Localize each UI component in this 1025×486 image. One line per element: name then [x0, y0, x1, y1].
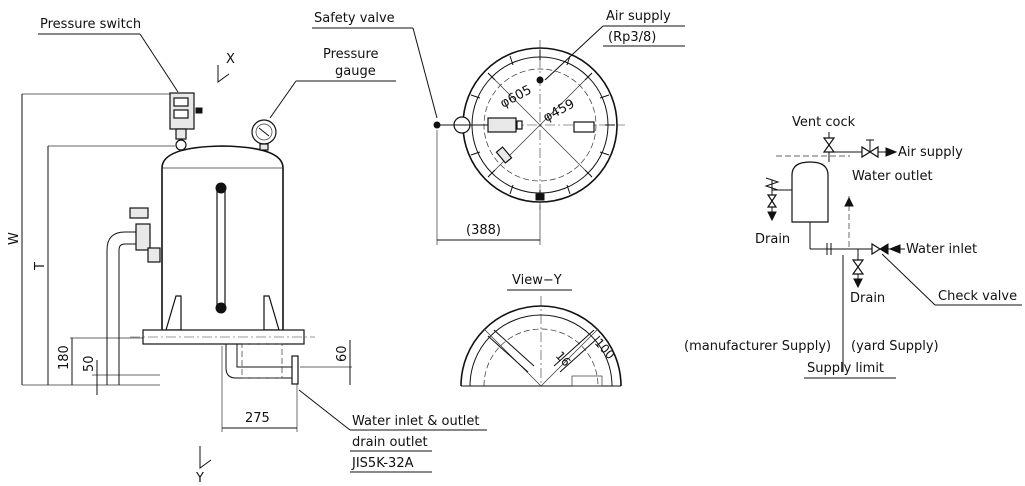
section-x-mark [217, 65, 230, 83]
sight-glass [216, 187, 226, 309]
leg-left [165, 295, 182, 331]
schematic-air-supply-label: Air supply [898, 145, 963, 160]
piping-schematic: Vent cock Air supply Water outlet Drain [684, 115, 1022, 379]
pressure-switch-fitting [175, 139, 187, 151]
sight-glass-top-valve [215, 182, 227, 194]
manufacturer-supply-label: (manufacturer Supply) [684, 339, 831, 354]
safety-valve-spring [764, 177, 780, 191]
bottom-support-hidden [241, 343, 283, 379]
leg-right [263, 295, 280, 331]
pressure-switch-leader [139, 33, 179, 93]
safety-valve-icon [433, 121, 441, 129]
view-y-inner-arc [483, 328, 599, 387]
side-pipe-fitting-top [129, 207, 149, 219]
side-pipe [106, 250, 120, 385]
side-pipe-fitting-bottom [147, 247, 161, 263]
water-inlet-label: Water inlet [906, 242, 977, 257]
pressure-switch-window [173, 97, 189, 107]
gauge-label: gauge [335, 64, 376, 79]
view-y-bar-right [553, 329, 601, 373]
section-y-mark [199, 446, 212, 469]
nozzle-top [495, 146, 513, 164]
pressure-gauge-dial [255, 123, 273, 141]
dim-180: 180 [57, 345, 72, 370]
section-x-label: X [226, 52, 235, 67]
dim-w: W [7, 232, 22, 245]
drain-outlet-label: drain outlet [352, 435, 428, 450]
bottom-pipe [225, 344, 293, 379]
air-supply-arrow [885, 147, 898, 157]
dim-275: 275 [245, 411, 270, 426]
water-outlet-label: Water outlet [852, 169, 933, 184]
vent-cock-icon-lower [822, 143, 836, 153]
vent-cock-icon [822, 137, 836, 147]
sight-glass-bottom-valve [215, 302, 227, 314]
pressure-switch-port [195, 107, 203, 114]
water-inlet-leader [298, 389, 351, 431]
safety-valve-label: Safety valve [314, 11, 395, 26]
air-supply-leader [544, 25, 604, 81]
drain1-label: Drain [755, 232, 790, 247]
view-y-diag-right [540, 328, 599, 387]
pressure-switch-window-2 [173, 109, 189, 119]
check-valve-left [871, 242, 882, 256]
pressure-switch-top [487, 117, 517, 133]
check-valve-leader [881, 253, 936, 306]
side-pipe-elbow [106, 231, 145, 251]
water-inlet-arrow [888, 244, 901, 254]
air-valve-left [861, 145, 872, 159]
check-valve-icon [879, 243, 889, 255]
water-inlet-outlet-label: Water inlet & outlet [352, 414, 480, 429]
air-supply-port [536, 76, 544, 84]
tank-shell [161, 145, 284, 333]
supply-limit-label: Supply limit [807, 361, 884, 376]
dia-459: φ459 [541, 97, 578, 126]
sight-glass-top [573, 121, 595, 133]
drain2-valve-top [851, 259, 865, 269]
pressure-gauge-stem [259, 143, 269, 151]
safety-valve-seat-2 [766, 199, 778, 208]
drain2-arrow [853, 278, 863, 289]
jis-label: JIS5K-32A [351, 456, 414, 471]
pressure-switch-label: Pressure switch [40, 17, 141, 32]
water-outlet-arrow [844, 196, 854, 207]
view-y-bar-left [487, 329, 535, 373]
bottom-lug [535, 193, 545, 201]
view-y-foot [571, 375, 603, 387]
pressure-switch-stem [175, 128, 187, 140]
side-view: Pressure switch X W T 180 50 [7, 17, 487, 486]
schematic-tank [791, 161, 829, 223]
dim-388: (388) [466, 223, 501, 238]
vent-cock-label: Vent cock [792, 115, 856, 130]
pressure-switch-top-port [516, 120, 523, 130]
rp-label: (Rp3/8) [608, 30, 656, 45]
bottom-flange [291, 355, 299, 385]
dia-605: φ605 [498, 83, 535, 112]
side-pipe-valve [135, 223, 151, 251]
drain2-valve-bottom [851, 265, 865, 275]
top-view: Safety valve Air supply (Rp3/8) [312, 9, 685, 245]
view-y: View−Y 16 100 [460, 273, 622, 387]
safety-valve-seat [766, 194, 778, 203]
section-y-label: Y [195, 471, 204, 486]
air-valve-right [868, 145, 879, 159]
drain1-arrow [767, 211, 777, 222]
gauge-leader [269, 80, 297, 119]
dim-60: 60 [335, 345, 350, 362]
air-supply-label: Air supply [606, 9, 671, 24]
check-valve-label: Check valve [938, 289, 1017, 304]
pressure-label: Pressure [323, 47, 379, 62]
drain2-label: Drain [850, 291, 885, 306]
safety-valve-leader [412, 27, 438, 119]
view-y-title: View−Y [512, 273, 562, 288]
pressure-gauge-needle [258, 127, 270, 137]
dim-50: 50 [82, 355, 97, 372]
yard-supply-label: (yard Supply) [851, 339, 939, 354]
dim-t: T [33, 262, 48, 271]
